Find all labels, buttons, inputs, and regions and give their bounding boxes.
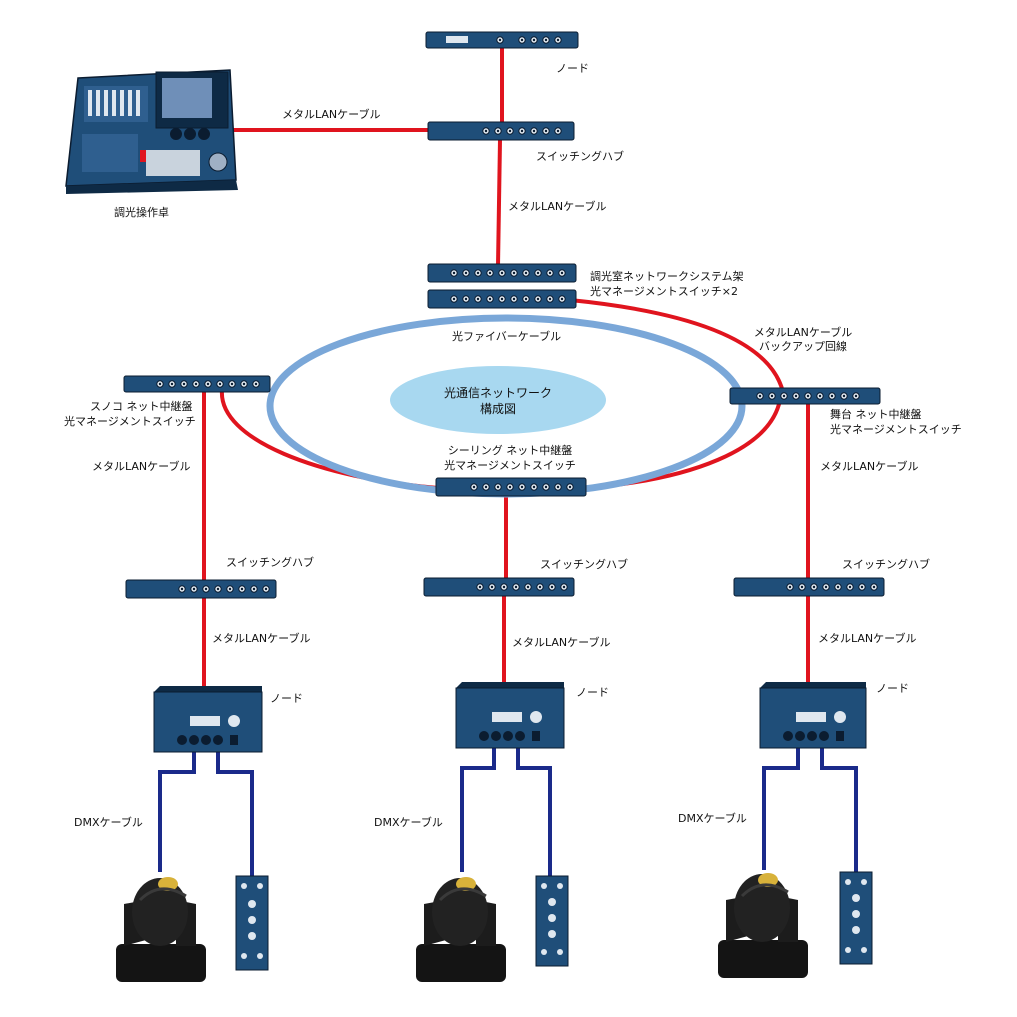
center-dmx-panel (535, 875, 569, 967)
top-hub-label: スイッチングハブ (536, 150, 624, 163)
dmx-cables (158, 748, 858, 876)
left-cable-label: メタルLANケーブル (92, 460, 191, 473)
left-relay-label-line2: 光マネージメントスイッチ (64, 415, 196, 428)
center-node-label: ノード (576, 686, 609, 699)
left-relay-switch-device (123, 375, 271, 393)
center-dmx-label: DMXケーブル (374, 816, 443, 829)
ceiling-relay-label-line1: シーリング ネット中継盤 (447, 444, 573, 457)
lighting-console-device (65, 69, 238, 194)
left-dmx-label: DMXケーブル (74, 816, 143, 829)
left-hub-label: スイッチングハブ (226, 556, 314, 569)
right-relay-label-line2: 光マネージメントスイッチ (830, 423, 962, 436)
right-switching-hub-device (733, 577, 885, 597)
right-node-device (759, 682, 867, 749)
backup-label-line2: バックアップ回線 (759, 340, 847, 353)
top-node-label: ノード (556, 62, 589, 75)
right-dmx-label: DMXケーブル (678, 812, 747, 825)
ceiling-relay-switch-device (435, 477, 587, 497)
center-hub-label: スイッチングハブ (540, 558, 628, 571)
right-cable2-label: メタルLANケーブル (818, 632, 917, 645)
center-cable2-label: メタルLANケーブル (512, 636, 611, 649)
left-cable2-label: メタルLANケーブル (212, 632, 311, 645)
right-dmx-panel (839, 871, 873, 965)
center-title-line1: 光通信ネットワーク (443, 386, 552, 400)
rack-label-line1: 調光室ネットワークシステム架 (590, 270, 744, 283)
fiber-label: 光ファイバーケーブル (452, 330, 562, 343)
left-node-device (153, 686, 263, 753)
left-switching-hub-device (125, 579, 277, 599)
right-hub-label: スイッチングハブ (842, 558, 930, 571)
console-label: 調光操作卓 (114, 206, 169, 219)
console-cable-label: メタルLANケーブル (282, 108, 381, 121)
left-moving-head-light (116, 877, 206, 982)
center-moving-head-light (416, 877, 506, 982)
backup-label-line1: メタルLANケーブル (753, 326, 853, 339)
right-node-label: ノード (876, 682, 909, 695)
center-switching-hub-device (423, 577, 575, 597)
left-node-label: ノード (270, 692, 303, 705)
left-relay-label-line1: スノコ ネット中継盤 (90, 400, 193, 413)
center-cloud (390, 366, 606, 434)
right-cable-label: メタルLANケーブル (820, 460, 919, 473)
rack-label-line2: 光マネージメントスイッチ×2 (590, 285, 738, 298)
right-relay-switch-device (729, 387, 881, 405)
top-switching-hub-device (427, 121, 575, 141)
vertical-cable-label: メタルLANケーブル (508, 200, 607, 213)
center-title-line2: 構成図 (479, 402, 516, 416)
center-node-device (455, 682, 565, 749)
right-moving-head-light (718, 873, 808, 978)
rack-switch-upper (427, 263, 577, 283)
left-dmx-panel (235, 875, 269, 971)
rack-switch-lower (427, 289, 577, 309)
ceiling-relay-label-line2: 光マネージメントスイッチ (444, 459, 576, 472)
top-node-device (425, 31, 579, 49)
right-relay-label-line1: 舞台 ネット中継盤 (830, 408, 922, 421)
